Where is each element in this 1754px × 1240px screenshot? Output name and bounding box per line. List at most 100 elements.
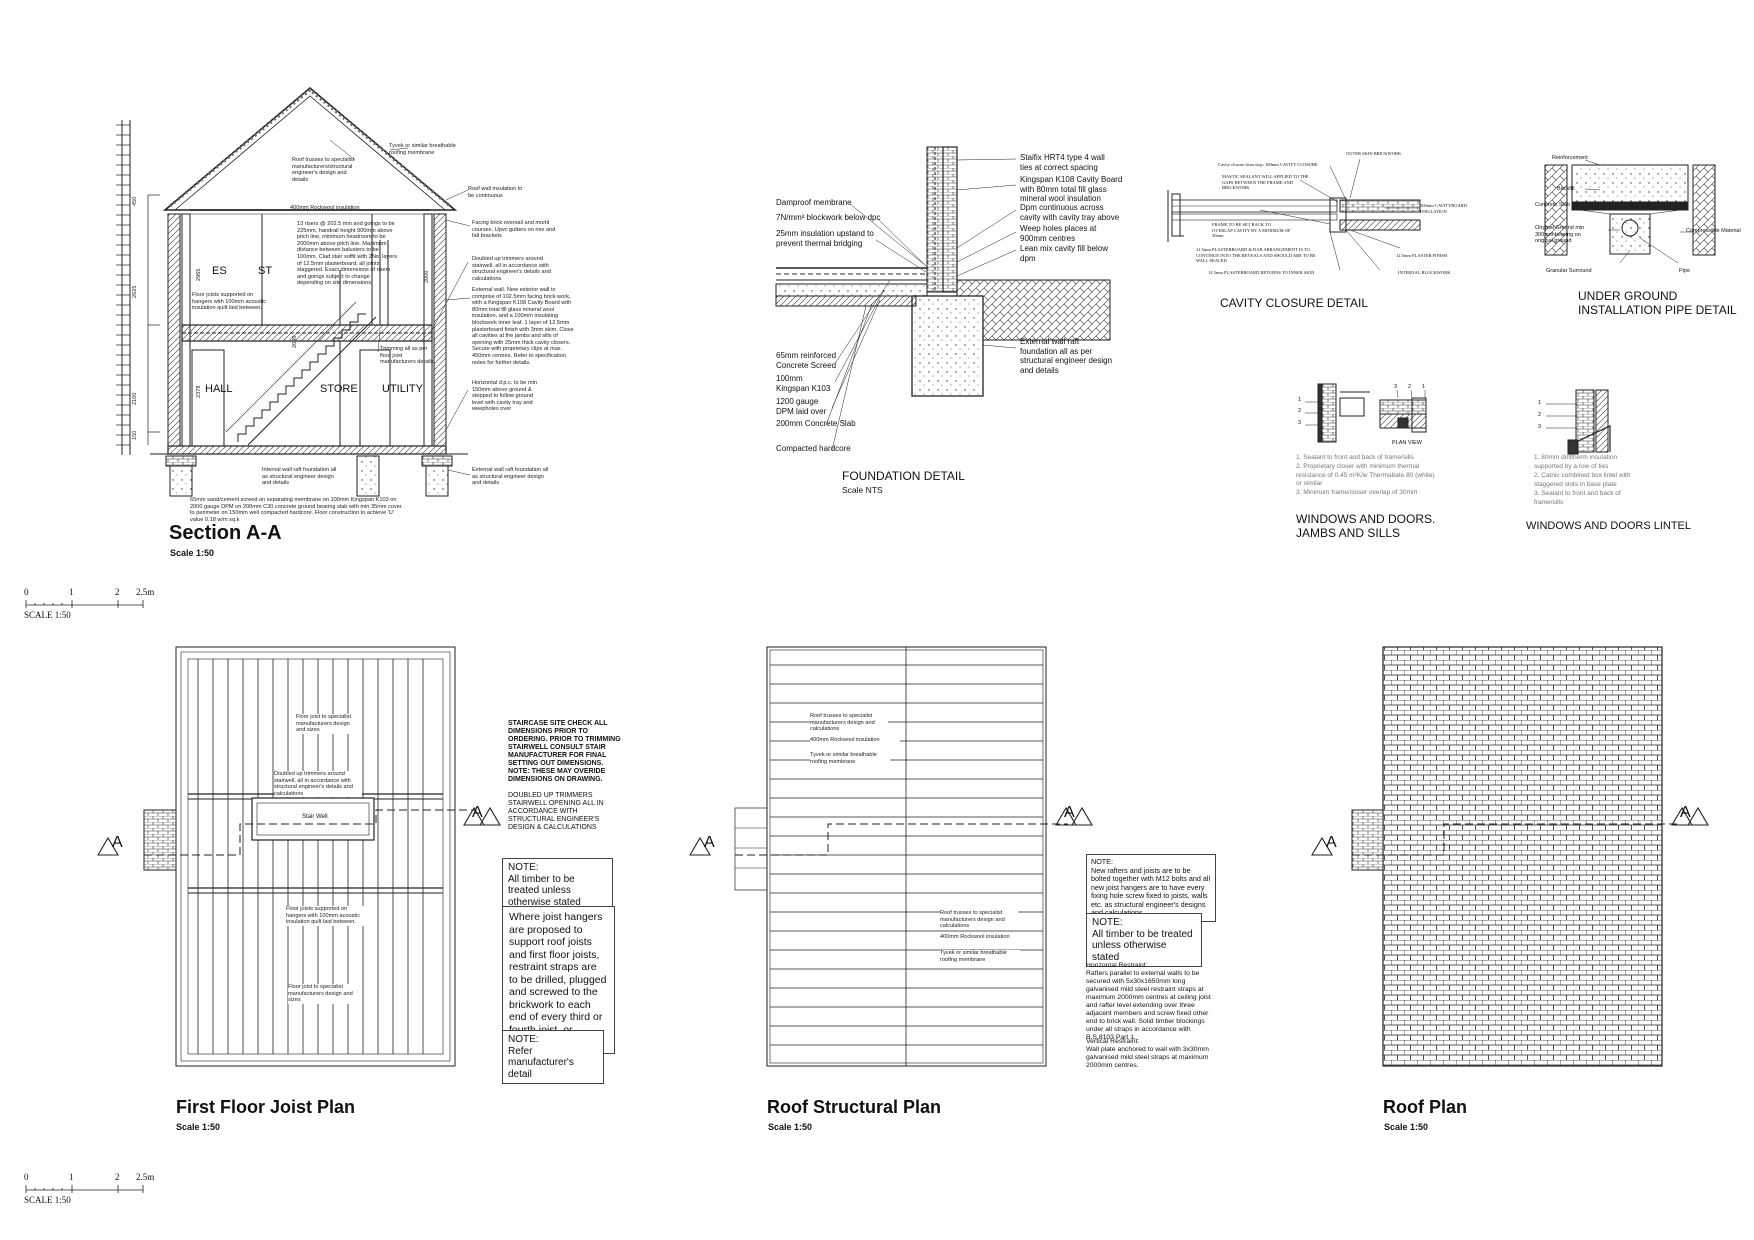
windows-jambs-drawing <box>1305 383 1427 443</box>
fd-label-damproof: Damproof membrane <box>776 198 852 207</box>
ug-label-pipe: Pipe <box>1679 268 1691 274</box>
note-external-wall: External wall. New exterior wall to comp… <box>472 287 574 366</box>
scale-top-tick-1: 1 <box>69 587 74 597</box>
windows-jambs-title-line2: JAMBS AND SILLS <box>1296 526 1401 540</box>
fd-label-dpm-continuous: Dpm continuous across cavity with cavity… <box>1020 203 1120 222</box>
underground-pipe-drawing <box>1544 159 1716 264</box>
wj-num-1b: 1 <box>1422 384 1426 390</box>
fd-label-slab: 200mm Concrete Slab <box>776 419 856 428</box>
wj-num-2: 2 <box>1298 408 1302 414</box>
ffjp-note-box-timber: NOTE: All timber to be treated unless ot… <box>502 858 613 912</box>
dim-2000-right: 2000 <box>424 270 430 283</box>
cc-label-0: Cavity closure from stop: 100mm CAVITY C… <box>1218 162 1318 167</box>
dim-2625: 2625 <box>132 285 138 298</box>
dim-2378: 2378 <box>196 385 202 398</box>
ffjp-note-joists-bottom: Floor joist to specialist manufacturers … <box>288 984 354 1004</box>
windows-lintel-title: WINDOWS AND DOORS LINTEL <box>1526 520 1692 532</box>
dim-2000-stair: 2000 <box>292 335 298 348</box>
room-label-utility: UTILITY <box>382 383 423 395</box>
cc-label-7: 12.5mm PLASTERBOARD RETURNS TO INNER SKI… <box>1208 270 1315 275</box>
cc-label-1: MASTIC SEALANT WILL APPLIED TO THE GAPS … <box>1222 174 1309 190</box>
foundation-detail-title: FOUNDATION DETAIL <box>842 469 965 483</box>
cc-label-3: FRAME TO BE SET BACK TO OVERLAP CAVITY B… <box>1212 222 1291 238</box>
ffjp-section-mark-left: A <box>112 834 123 851</box>
cavity-closure-title: CAVITY CLOSURE DETAIL <box>1220 296 1369 310</box>
ug-label-reinforcement: Reinforcement <box>1552 155 1588 161</box>
fd-label-weep-holes: Weep holes places at 900mm centres <box>1020 224 1097 243</box>
wj-num-3: 3 <box>1298 420 1302 426</box>
wl-num-1: 1 <box>1538 400 1542 406</box>
rsp-note-trusses-bottom: Roof trusses to specialist manufacturers… <box>940 910 1018 930</box>
room-label-store: STORE <box>320 383 358 395</box>
scale-top-tick-2: 2 <box>115 587 120 597</box>
rsp-note-box-timber: NOTE: All timber to be treated unless ot… <box>1086 913 1202 967</box>
ug-label-slab: Concrete Slab <box>1535 202 1570 208</box>
roof-structural-plan-scale: Scale 1:50 <box>768 1122 813 1132</box>
note-external-raft: External wall raft foundation all as str… <box>472 467 549 487</box>
wj-note-1: 1. Sealant to front and back of frame/si… <box>1296 454 1414 461</box>
rsp-note-box-timber-head: NOTE: <box>1092 917 1123 928</box>
cc-label-8: INTERNAL BLOCKWORK <box>1398 270 1451 275</box>
rp-section-mark-right: A <box>1680 804 1691 821</box>
ffjp-note-box-manufacturer: NOTE: Refer manufacturer's detail <box>502 1030 604 1084</box>
rsp-note-rockwool-top: 400mm Rockwool insulation <box>810 737 900 744</box>
wj-note-2: 2. Proprietary closer with minimum therm… <box>1296 463 1435 487</box>
cc-label-5: 12.5mm PLASTERBOARD & DAB ARRANGEMENT IS… <box>1196 247 1316 263</box>
ffjp-note-box-timber-head: NOTE: <box>508 862 539 873</box>
wj-num-1: 1 <box>1298 397 1302 403</box>
first-floor-joist-plan-title: First Floor Joist Plan <box>176 1097 356 1117</box>
room-label-st: ST <box>258 265 273 277</box>
rsp-note-rockwool-bottom: 400mm Rockwool insulation <box>940 934 1030 941</box>
note-roof-insulation: Roof wall insulation to be continuous <box>468 186 523 199</box>
rsp-vertical-restraint-head: Vertical Restraint: <box>1086 1038 1140 1045</box>
ffjp-note-hangers: Floor joists supported on hangers with 1… <box>286 906 364 926</box>
rsp-note-box-bolts-body: New rafters and joists are to be bolted … <box>1091 865 1211 917</box>
rsp-note-box-bolts-head: NOTE: <box>1091 857 1113 866</box>
note-screed: 65mm sand/cement screed on separating me… <box>190 497 402 523</box>
fd-label-screed: 65mm reinforced Concrete Screed <box>776 351 837 370</box>
windows-jambs-title-line1: WINDOWS AND DOORS. <box>1296 512 1436 526</box>
note-stairs: 13 risers @ 202.5 min and goings to be 2… <box>297 221 397 287</box>
rsp-note-trusses-top: Roof trusses to specialist manufacturers… <box>810 713 888 733</box>
wl-note-1: 1. 80mm drilltherm insulation supported … <box>1534 454 1618 470</box>
dim-450: 450 <box>132 196 138 206</box>
scale-top-tick-0: 0 <box>24 587 29 597</box>
ffjp-note-box-manufacturer-head: NOTE: <box>508 1034 539 1045</box>
roof-plan-drawing <box>1311 646 1709 1067</box>
ffjp-staircase-note: STAIRCASE SITE CHECK ALL DIMENSIONS PRIO… <box>508 720 621 783</box>
note-trimming: Trimming all as per floor joist manufact… <box>380 346 434 366</box>
wl-num-2: 2 <box>1538 412 1542 418</box>
rsp-vertical-restraint-body: Wall plate anchored to wall with 3x30mm … <box>1086 1046 1209 1069</box>
foundation-detail-drawing <box>775 146 1111 451</box>
rsp-section-mark-left: A <box>704 834 715 851</box>
scale-bottom-tick-2: 2 <box>115 1172 120 1182</box>
note-rockwool: 400mm Rockwool insulation <box>290 205 360 211</box>
foundation-detail-scale: Scale NTS <box>842 485 883 495</box>
rsp-note-tyvek-bottom: Tyvek or similar breathable roofing memb… <box>940 950 1020 964</box>
roof-plan-scale: Scale 1:50 <box>1384 1122 1429 1132</box>
ug-label-backfill: Backfill <box>1557 186 1575 192</box>
ffjp-section-mark-right: A <box>472 804 483 821</box>
fd-label-insulation-upstand: 25mm insulation upstand to prevent therm… <box>776 229 874 248</box>
wl-note-3: 3. Sealant to front and back of frame/si… <box>1534 490 1621 506</box>
rp-section-mark-left: A <box>1326 834 1337 851</box>
note-internal-raft: Internal wall raft foundation all as str… <box>262 467 337 487</box>
dim-150: 150 <box>132 430 138 440</box>
ffjp-note-trimmers: Doubled up trimmers around stairwell, al… <box>274 771 362 798</box>
note-trimmers: Doubled up trimmers around stairwell, al… <box>472 256 551 282</box>
note-dpc: Horizontal d.p.c. to be min 150mm above … <box>472 380 537 413</box>
wl-note-2: 2. Catnic combined box lintel with stagg… <box>1534 472 1631 488</box>
wl-num-3: 3 <box>1538 424 1542 430</box>
ffjp-note-box-manufacturer-body: Refer manufacturer's detail <box>508 1045 574 1080</box>
fd-label-external-raft: External wall raft foundation all as per… <box>1020 337 1113 375</box>
ug-label-original-ground: Original Ground min 300mm bearing on ori… <box>1535 225 1585 244</box>
ffjp-note-joists-top: Floor joist to specialist manufacturers … <box>296 714 358 734</box>
room-label-hall: HALL <box>205 383 233 395</box>
rsp-horizontal-restraint-head: Horizontal Restraint: <box>1086 962 1148 969</box>
cc-label-6: 12.5mm PLASTER FINISH <box>1396 253 1448 258</box>
wj-note-3: 3. Minimum frame/closer overlap of 30mm <box>1296 489 1418 496</box>
underground-title-line1: UNDER GROUND <box>1578 289 1678 303</box>
rsp-note-box-bolts: NOTE: New rafters and joists are to be b… <box>1086 854 1216 922</box>
roof-structural-plan-title: Roof Structural Plan <box>767 1097 942 1117</box>
